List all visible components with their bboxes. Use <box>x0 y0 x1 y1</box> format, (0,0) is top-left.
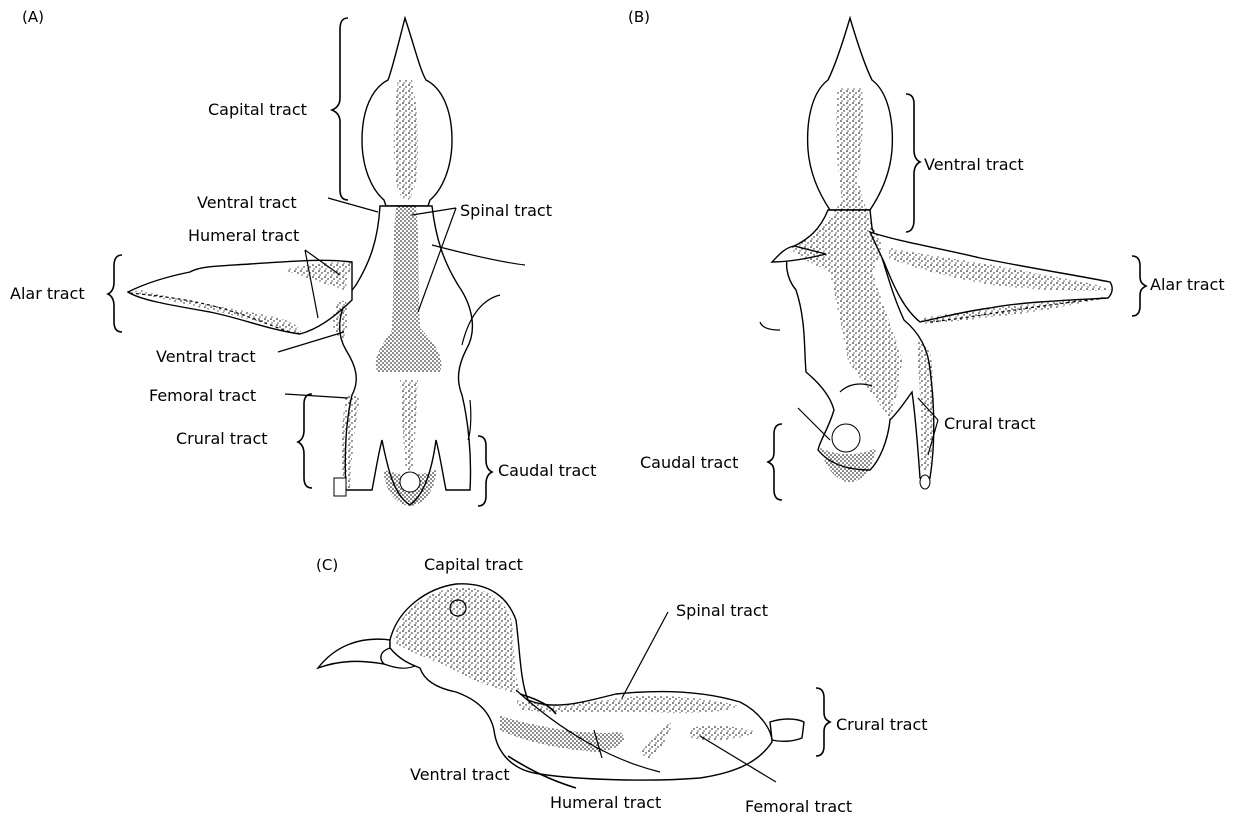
panel-b-label-crural: Crural tract <box>944 414 1036 433</box>
panel-c-label-capital: Capital tract <box>424 555 523 574</box>
panel-a-capital-tract <box>394 80 418 200</box>
panel-a-label-ventral-upper: Ventral tract <box>197 193 297 212</box>
panel-a-label-alar: Alar tract <box>10 284 85 303</box>
panel-c-label-femoral: Femoral tract <box>745 797 852 816</box>
panel-a-label-capital: Capital tract <box>208 100 307 119</box>
panel-c-tag: (C) <box>316 556 338 574</box>
panel-b-tag: (B) <box>628 8 650 26</box>
panel-a-label-humeral: Humeral tract <box>188 226 299 245</box>
panel-a-label-femoral: Femoral tract <box>149 386 256 405</box>
panel-a-label-ventral-lower: Ventral tract <box>156 347 256 366</box>
panel-c-label-ventral: Ventral tract <box>410 765 510 784</box>
panel-a-label-crural: Crural tract <box>176 429 268 448</box>
panel-b-label-caudal: Caudal tract <box>640 453 738 472</box>
panel-b-caudal-brace <box>768 424 782 500</box>
panel-a: (A) Capital tra <box>10 8 596 506</box>
panel-b-label-alar: Alar tract <box>1150 275 1225 294</box>
panel-a-alar-brace <box>108 255 122 332</box>
panel-c: (C) Capital tract Spinal tract Crural tr… <box>316 555 928 816</box>
panel-a-tag: (A) <box>22 8 44 26</box>
panel-b-alar-brace <box>1132 256 1146 316</box>
panel-c-beak <box>318 639 390 668</box>
panel-c-tail <box>770 719 804 741</box>
panel-b-ventral-brace <box>906 94 920 232</box>
panel-c-label-spinal: Spinal tract <box>676 601 768 620</box>
panel-a-label-caudal: Caudal tract <box>498 461 596 480</box>
panel-b-label-ventral: Ventral tract <box>924 155 1024 174</box>
panel-c-crural-brace <box>816 688 830 756</box>
panel-a-caudal-brace <box>478 436 492 506</box>
panel-a-crural-brace <box>298 394 312 488</box>
panel-c-label-humeral: Humeral tract <box>550 793 661 812</box>
panel-a-label-spinal: Spinal tract <box>460 201 552 220</box>
panel-c-label-crural: Crural tract <box>836 715 928 734</box>
panel-a-capital-brace <box>332 18 348 200</box>
panel-b: (B) Ventral tract Alar tract Crural trac… <box>628 8 1225 500</box>
